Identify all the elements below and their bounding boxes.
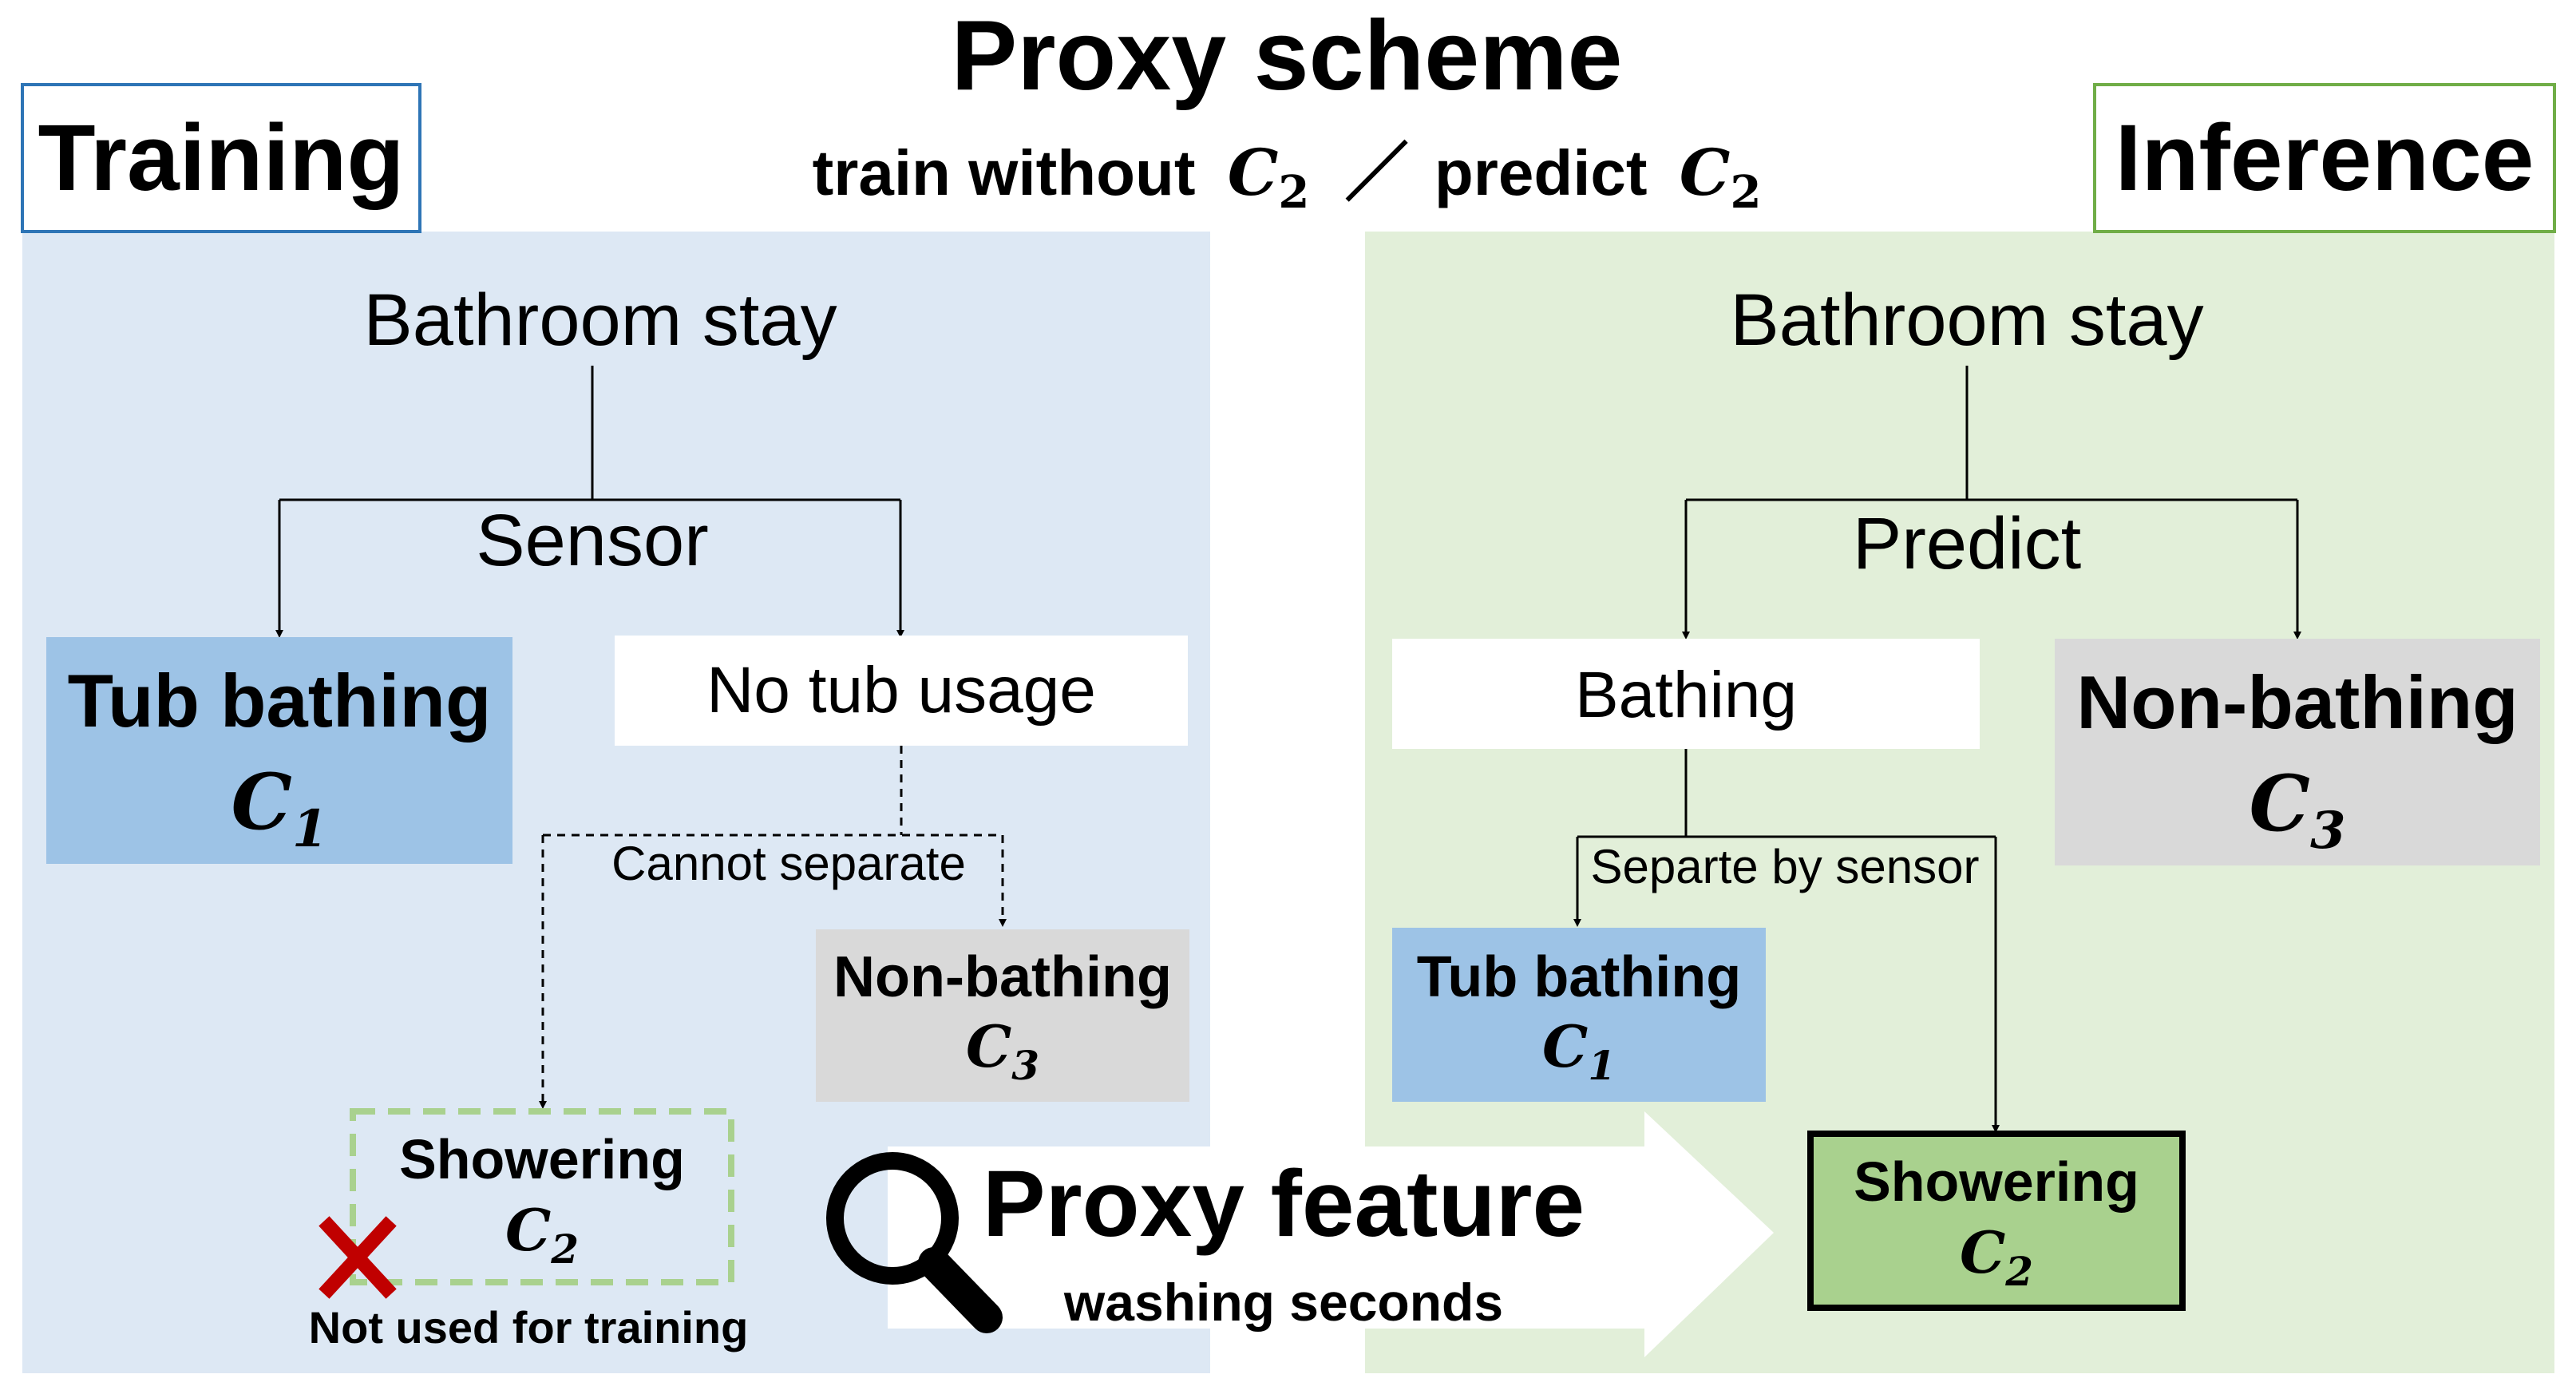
inference-tub-box	[1392, 928, 1766, 1102]
training-root: Bathroom stay	[363, 279, 837, 361]
training-no-tub-box	[615, 636, 1188, 746]
training-split-label: Sensor	[476, 500, 709, 581]
training-non-bathing-label: Non-bathing	[833, 945, 1172, 1009]
inference-tub-label: Tub bathing	[1417, 945, 1742, 1009]
subtitle-left: train without	[813, 137, 1196, 208]
subtitle: train without C2 ／ predict C2	[813, 135, 1762, 221]
inference-tub-var: C1	[1542, 1012, 1616, 1089]
training-tub-var: C1	[231, 757, 328, 859]
inference-showering-var: C2	[1960, 1218, 2033, 1295]
training-cannot-separate: Cannot separate	[611, 837, 966, 890]
cross-icon	[319, 1216, 397, 1299]
training-showering-var: C2	[505, 1196, 579, 1273]
inference-label-box	[2093, 83, 2556, 233]
training-non-bathing-box	[816, 929, 1189, 1102]
subtitle-right-var: C	[1680, 135, 1731, 210]
training-label-box	[21, 83, 421, 233]
subtitle-left-var: C	[1228, 135, 1279, 210]
inference-separate-label: Separte by sensor	[1591, 840, 1980, 893]
inference-non-bathing-label: Non-bathing	[2076, 660, 2518, 744]
training-label: Training	[38, 105, 405, 211]
inference-split-label: Predict	[1853, 503, 2081, 584]
training-not-used: Not used for training	[309, 1302, 749, 1352]
subtitle-separator: ／	[1345, 137, 1409, 208]
proxy-arrow	[888, 1111, 1774, 1357]
subtitle-left-sub: 2	[1278, 166, 1309, 219]
proxy-title: Proxy feature	[983, 1151, 1585, 1257]
inference-label: Inference	[2115, 105, 2534, 211]
training-tub-box	[46, 637, 512, 864]
inference-root: Bathroom stay	[1730, 279, 2203, 361]
inference-bathing-box	[1392, 639, 1980, 749]
inference-non-bathing-box	[2055, 639, 2540, 865]
training-no-tub-label: No tub usage	[706, 654, 1096, 727]
proxy-detail: washing seconds	[1063, 1273, 1503, 1332]
training-tub-label: Tub bathing	[68, 659, 492, 743]
subtitle-right: predict	[1434, 137, 1648, 208]
inference-showering-box	[1807, 1131, 2186, 1311]
magnifier-icon	[826, 1152, 1003, 1333]
inference-showering-label: Showering	[1854, 1150, 2139, 1213]
training-non-bathing-var: C3	[966, 1012, 1039, 1089]
training-showering-label: Showering	[399, 1128, 685, 1190]
page-title: Proxy scheme	[952, 1, 1623, 111]
training-showering-box	[350, 1108, 734, 1285]
subtitle-right-sub: 2	[1730, 166, 1761, 219]
inference-bathing-label: Bathing	[1575, 659, 1797, 731]
inference-non-bathing-var: C3	[2250, 758, 2346, 861]
